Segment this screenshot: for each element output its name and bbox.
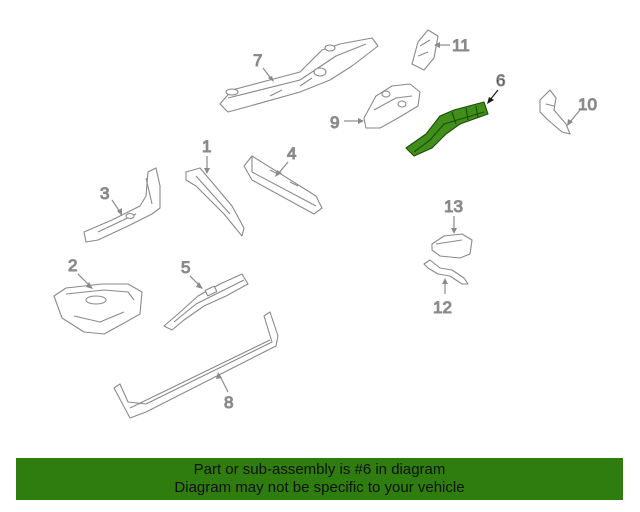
callout-12: 12 xyxy=(433,298,452,317)
part-6[interactable] xyxy=(406,102,488,156)
callout-4: 4 xyxy=(287,144,296,163)
callout-5: 5 xyxy=(181,258,190,277)
leader-8 xyxy=(219,375,229,393)
parts-diagram: 7 11 9 6 xyxy=(0,0,597,450)
part-2[interactable] xyxy=(54,284,142,334)
callout-2: 2 xyxy=(68,256,77,275)
callout-7: 7 xyxy=(253,51,262,70)
part-8[interactable] xyxy=(114,312,278,418)
callout-1: 1 xyxy=(202,137,211,156)
leader-6 xyxy=(489,89,499,101)
part-7[interactable] xyxy=(220,38,378,112)
part-10[interactable] xyxy=(540,90,570,134)
callout-9: 9 xyxy=(330,113,339,132)
part-3[interactable] xyxy=(84,168,160,242)
leader-3 xyxy=(111,199,121,213)
callout-3: 3 xyxy=(100,184,109,203)
banner-line-1: Part or sub-assembly is #6 in diagram xyxy=(193,461,446,478)
part-11[interactable] xyxy=(412,30,438,70)
part-1[interactable] xyxy=(186,168,244,236)
callout-13: 13 xyxy=(444,197,463,216)
banner-line-2: Diagram may not be specific to your vehi… xyxy=(174,479,465,496)
callout-11: 11 xyxy=(452,36,470,55)
part-12[interactable] xyxy=(424,260,468,284)
info-banner: Part or sub-assembly is #6 in diagram Di… xyxy=(16,458,623,500)
callout-8: 8 xyxy=(224,393,233,412)
part-9[interactable] xyxy=(364,84,420,128)
leader-10 xyxy=(569,109,581,123)
callout-10: 10 xyxy=(578,95,597,114)
part-13[interactable] xyxy=(432,234,472,258)
callout-6: 6 xyxy=(496,71,505,90)
part-4[interactable] xyxy=(244,156,322,214)
part-5[interactable] xyxy=(164,274,248,330)
